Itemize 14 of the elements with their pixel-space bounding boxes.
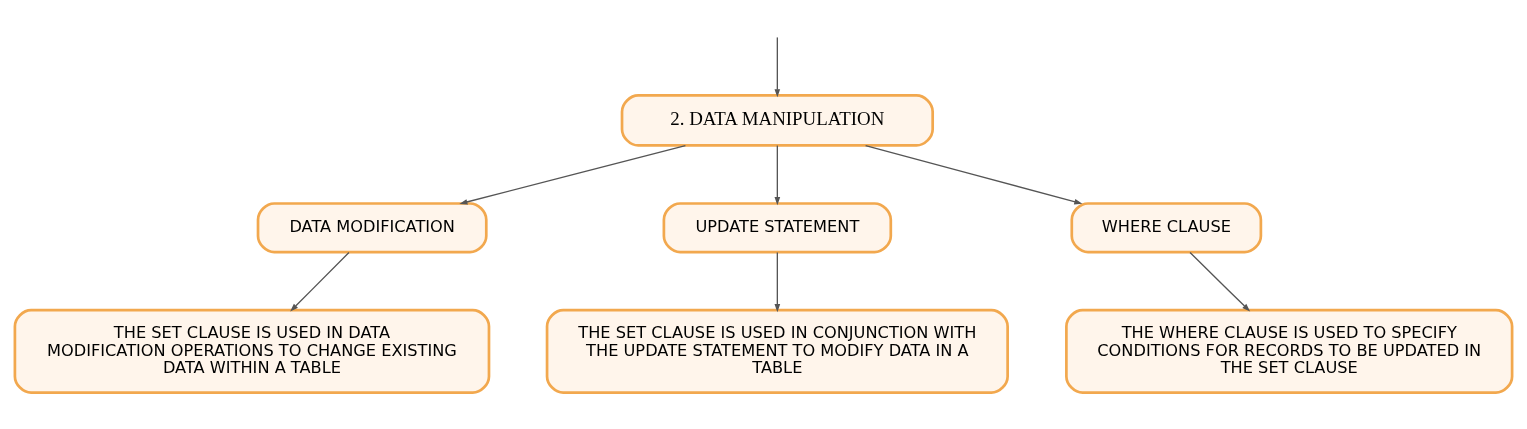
arrow: [864, 144, 1083, 205]
arrow: [774, 251, 781, 313]
node-box: 2. DATA MANIPULATION: [620, 94, 934, 147]
node-box: THE SET CLAUSE IS USED IN DATA MODIFICATION OPERATIONS TO CHANGE EXISTING DATA WITHIN A TABLE: [13, 308, 491, 394]
node-box: DATA MODIFICATION: [256, 202, 488, 254]
node-box: WHERE CLAUSE: [1070, 202, 1263, 254]
arrow: [774, 36, 781, 98]
arrow: [459, 144, 687, 205]
arrow: [1189, 251, 1251, 312]
arrow: [774, 144, 781, 206]
arrow: [290, 251, 350, 312]
node-box: THE WHERE CLAUSE IS USED TO SPECIFY CONDITIONS FOR RECORDS TO BE UPDATED IN THE SET CLAUSE: [1065, 308, 1514, 394]
node-box: UPDATE STATEMENT: [662, 202, 893, 254]
node-box: THE SET CLAUSE IS USED IN CONJUNCTION WITH THE UPDATE STATEMENT TO MODIFY DATA IN A TABLE: [545, 308, 1009, 394]
